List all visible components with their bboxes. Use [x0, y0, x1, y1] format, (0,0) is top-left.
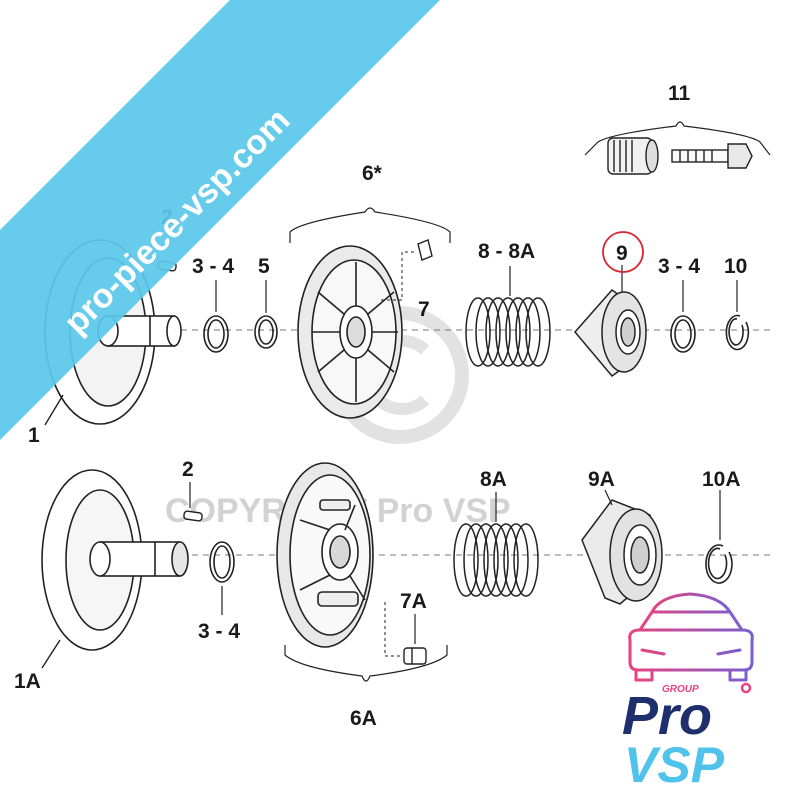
- label-part-8-8a: 8 - 8A: [478, 240, 535, 263]
- label-part-6a: 6A: [350, 707, 377, 730]
- label-part-6: 6*: [362, 162, 383, 185]
- logo-vsp-text: VSP: [624, 737, 725, 793]
- label-part-7: 7: [418, 298, 430, 321]
- label-part-10: 10: [724, 255, 747, 278]
- part-10a-circlip: [705, 544, 733, 584]
- part-6a-movable-pulley: [276, 462, 374, 648]
- logo-accent-icon: [740, 682, 752, 694]
- label-part-3-4-bottom: 3 - 4: [198, 620, 240, 643]
- part-8a-spring: [453, 523, 539, 597]
- part-6-movable-pulley: [297, 245, 403, 419]
- part-5-ring: [254, 315, 278, 349]
- part-3-4-ring-right: [670, 315, 696, 353]
- part-3-4-ring-bottom: [209, 541, 235, 583]
- pro-vsp-logo: GROUP Pro VSP: [622, 592, 754, 793]
- label-part-7a: 7A: [400, 590, 427, 613]
- label-part-10a: 10A: [702, 468, 741, 491]
- logo-pro-text: Pro: [622, 686, 712, 746]
- part-8-spring: [465, 297, 551, 367]
- label-part-11: 11: [668, 82, 691, 105]
- car-outline-icon: [628, 592, 754, 682]
- label-part-2-bottom: 2: [182, 458, 194, 481]
- label-part-5: 5: [258, 255, 270, 278]
- part-11-nut-and-bolt: [607, 137, 753, 175]
- label-part-1: 1: [28, 424, 40, 447]
- part-7-slider: [417, 239, 433, 261]
- part-9a-cone-cover: [581, 499, 663, 605]
- label-part-9a: 9A: [588, 468, 615, 491]
- label-part-1a: 1A: [14, 670, 41, 693]
- part-9-cone-cover: [574, 288, 647, 378]
- logo-group-text: GROUP: [662, 684, 699, 695]
- highlight-circle-part-9: [602, 231, 644, 273]
- part-10-circlip: [725, 314, 750, 351]
- part-2-pin-bottom: [183, 510, 203, 522]
- label-part-3-4-right: 3 - 4: [658, 255, 700, 278]
- label-part-3-4-top: 3 - 4: [192, 255, 234, 278]
- label-part-8a: 8A: [480, 468, 507, 491]
- part-7a-slider: [403, 647, 427, 665]
- part-1a-fixed-pulley: [41, 469, 189, 651]
- part-3-4-ring-top: [203, 315, 229, 353]
- label-part-9: 9: [616, 242, 628, 265]
